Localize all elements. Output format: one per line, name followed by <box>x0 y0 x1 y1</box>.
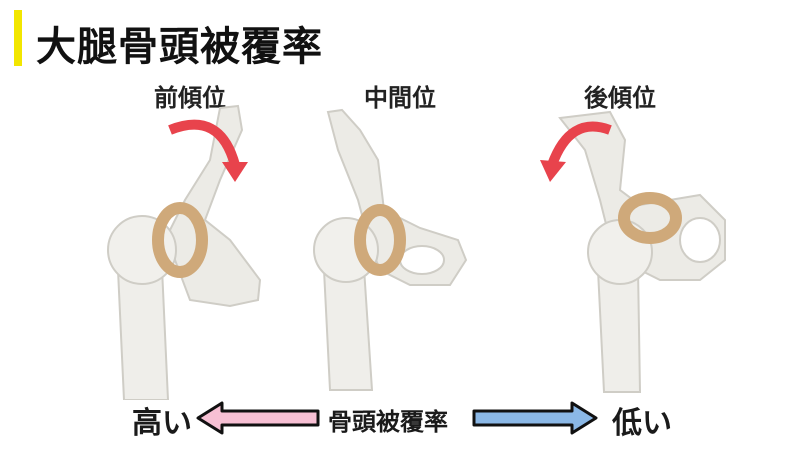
panel-posterior-tilt: 後傾位 <box>500 70 740 400</box>
obturator-foramen <box>399 245 445 275</box>
femoral-head <box>587 219 653 285</box>
panel-neutral: 中間位 <box>280 70 520 400</box>
panel-label-posterior: 後傾位 <box>584 84 656 112</box>
low-label: 低い <box>612 406 672 441</box>
acetabular-ring <box>354 204 406 276</box>
panel-label-anterior: 前傾位 <box>154 84 226 112</box>
panel-anterior-tilt: 前傾位 <box>70 70 310 400</box>
hip-bone-illustration <box>313 108 468 391</box>
rotation-arc <box>168 119 240 167</box>
acetabular-ring <box>152 202 208 278</box>
page-title: 大腿骨頭被覆率 <box>36 24 323 70</box>
femur-shaft <box>596 266 642 393</box>
high-label: 高い <box>132 406 192 441</box>
title-accent-bar <box>14 10 22 66</box>
coverage-label: 骨頭被覆率 <box>328 408 448 436</box>
rotation-arrow-head-icon <box>222 162 248 182</box>
obturator-foramen <box>679 217 721 263</box>
hip-bone-illustration <box>540 110 726 393</box>
left-arrow-icon <box>196 401 320 435</box>
right-arrow-icon <box>472 401 598 435</box>
rotation-arc <box>547 121 612 167</box>
femur-shaft <box>322 266 374 391</box>
panel-label-neutral: 中間位 <box>364 84 436 112</box>
hip-bone-illustration <box>107 104 262 400</box>
femur-shaft <box>116 266 170 400</box>
rotation-arrow-head-icon <box>540 160 566 182</box>
acetabular-ring <box>618 192 682 244</box>
coverage-scale: 高い 骨頭被覆率 低い <box>0 398 800 443</box>
